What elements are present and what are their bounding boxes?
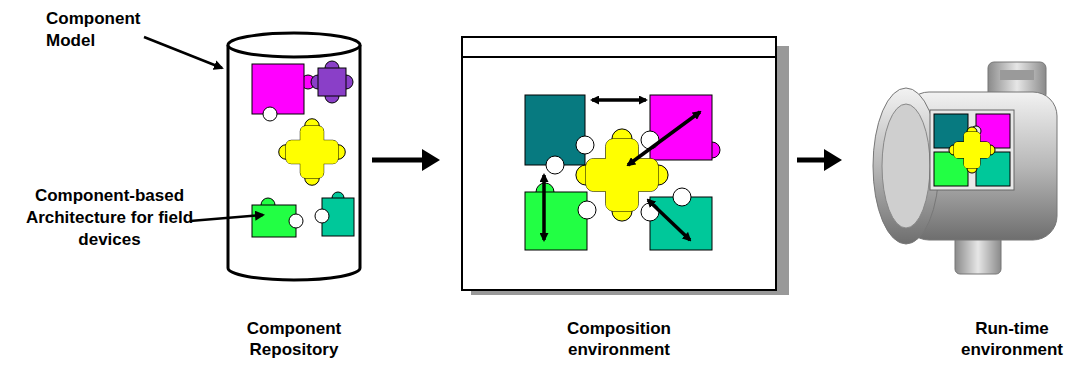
composition-window-part: [673, 188, 691, 206]
repository-cylinder-part: [289, 214, 303, 228]
composition-window-part: [542, 175, 546, 240]
field-device-part: [954, 142, 990, 158]
leader-line: [190, 215, 263, 221]
composition-window-part: [586, 159, 658, 191]
node-caption: Composition environment: [549, 318, 689, 360]
repository-cylinder-part: [286, 140, 338, 163]
callout-label: Component-based Architecture for field d…: [22, 185, 197, 251]
repository-cylinder-part: [228, 33, 360, 57]
composition-window-part: [576, 136, 594, 154]
field-device-part: [1000, 70, 1034, 80]
callout-label: Component Model: [46, 8, 161, 52]
repository-cylinder: [224, 30, 366, 282]
component-node: Composition environment: [458, 33, 791, 364]
repository-cylinder-part: [263, 107, 277, 121]
repository-cylinder-part: [228, 45, 360, 280]
flow-arrow-part: [797, 158, 828, 163]
composition-window-part: [462, 37, 776, 290]
repository-cylinder-part: [286, 140, 338, 163]
field-device-part: [930, 110, 1014, 190]
component-node: Component Repository: [224, 30, 366, 364]
field-device: [870, 55, 1070, 280]
composition-window-part: [648, 200, 690, 240]
component-node: Run-time environment: [870, 55, 1070, 364]
flow-arrow: [372, 149, 440, 171]
node-caption: Run-time environment: [956, 318, 1068, 360]
composition-window-part: [586, 159, 658, 191]
flow-arrow: [797, 149, 842, 171]
field-device-part: [954, 142, 990, 158]
composition-window-part: [628, 112, 700, 165]
repository-cylinder-part: [252, 64, 304, 114]
composition-window-part: [578, 201, 596, 219]
flow-arrow-part: [422, 149, 440, 171]
node-caption: Component Repository: [219, 318, 369, 360]
leader-line: [144, 37, 222, 68]
repository-cylinder-part: [318, 68, 346, 96]
field-device-part: [873, 88, 939, 244]
repository-cylinder-part: [315, 209, 329, 223]
composition-window-part: [592, 98, 646, 102]
flow-arrow-part: [824, 149, 842, 171]
composition-window-part: [546, 156, 564, 174]
field-device-part: [882, 104, 930, 228]
flow-arrow-part: [372, 158, 426, 163]
composition-window-part: [525, 192, 587, 250]
composition-window-part: [462, 56, 776, 58]
composition-window: [458, 33, 791, 295]
composition-window-part: [525, 95, 585, 165]
